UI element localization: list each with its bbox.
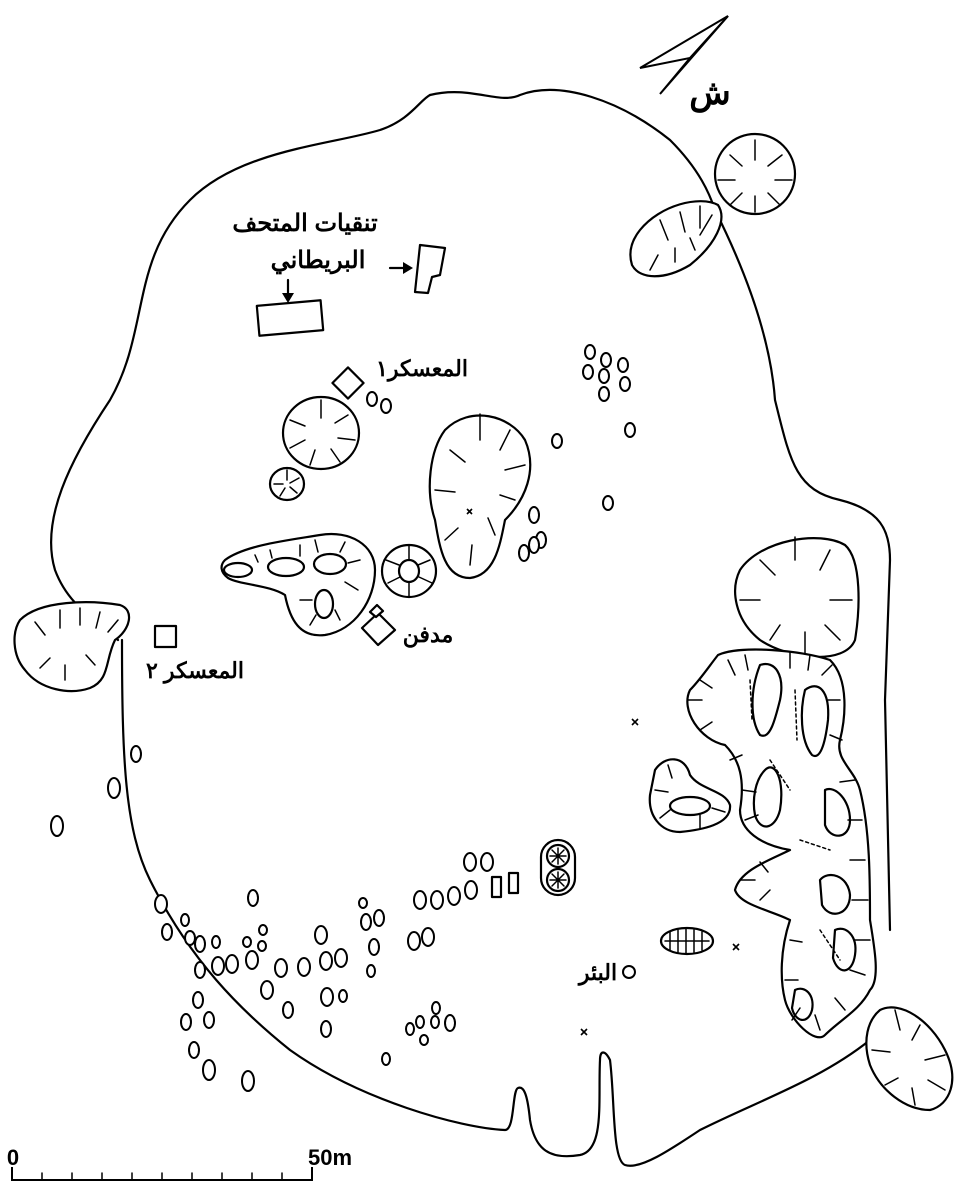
north-arrow-icon [639,15,729,95]
north-label: ش [689,74,731,113]
rect-stone-2 [507,871,520,895]
camp2-structure [153,624,178,649]
x-markers [466,508,740,1036]
stone-ovals [50,344,636,1092]
excavations-label-line1: تنقيات المتحف [232,210,378,237]
pit-west-edge [13,601,131,692]
pit-camp1 [281,395,361,471]
site-boundary-west [50,93,432,642]
scale-end-label: 50m [308,1145,352,1170]
pit-east-large [734,536,860,659]
excavations-label-line2: البريطاني [271,247,366,275]
camp2-label: المعسكر ٢ [146,658,244,684]
small-pit-camp1 [268,466,306,502]
burial-label: مدفن [403,622,454,648]
scale-bar [11,1167,313,1181]
burial-structure [360,611,397,647]
well-label: البئر [577,960,617,986]
rect-stone-1 [490,875,503,899]
site-boundary [120,88,892,1167]
scale-start-label: 0 [7,1145,19,1170]
camp1-label: المعسكر١ [376,356,468,382]
excavation-trench-1 [255,299,325,337]
pit-east-mid [648,758,732,834]
pit-north-east-2 [629,200,723,278]
pit-central-large [428,413,532,580]
pit-north-east [713,132,797,216]
excavation-trench-2 [413,243,447,295]
east-complex [686,648,877,1039]
camp1-structure [331,366,365,400]
pit-east-corner [865,1006,954,1112]
pit-hatched-small [659,926,715,956]
pit-west-cluster [220,532,377,637]
double-circle-feature [539,838,577,897]
pit-ringed [380,543,438,599]
